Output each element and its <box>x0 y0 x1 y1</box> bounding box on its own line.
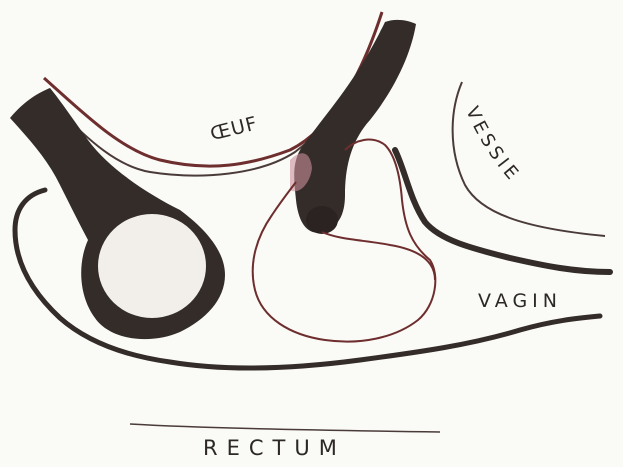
rectum-outline <box>130 424 440 432</box>
label-vagin: VAGIN <box>478 290 562 312</box>
label-rectum: RECTUM <box>203 436 346 460</box>
label-vessie: VESSIE <box>461 104 524 187</box>
label-vessie-path: VESSIE <box>461 104 524 187</box>
right-uterine-wall <box>294 20 416 233</box>
cervix-tip <box>306 206 338 234</box>
label-vessie-svg: VESSIE <box>448 80 548 230</box>
cervix-ring-opening <box>98 214 206 318</box>
